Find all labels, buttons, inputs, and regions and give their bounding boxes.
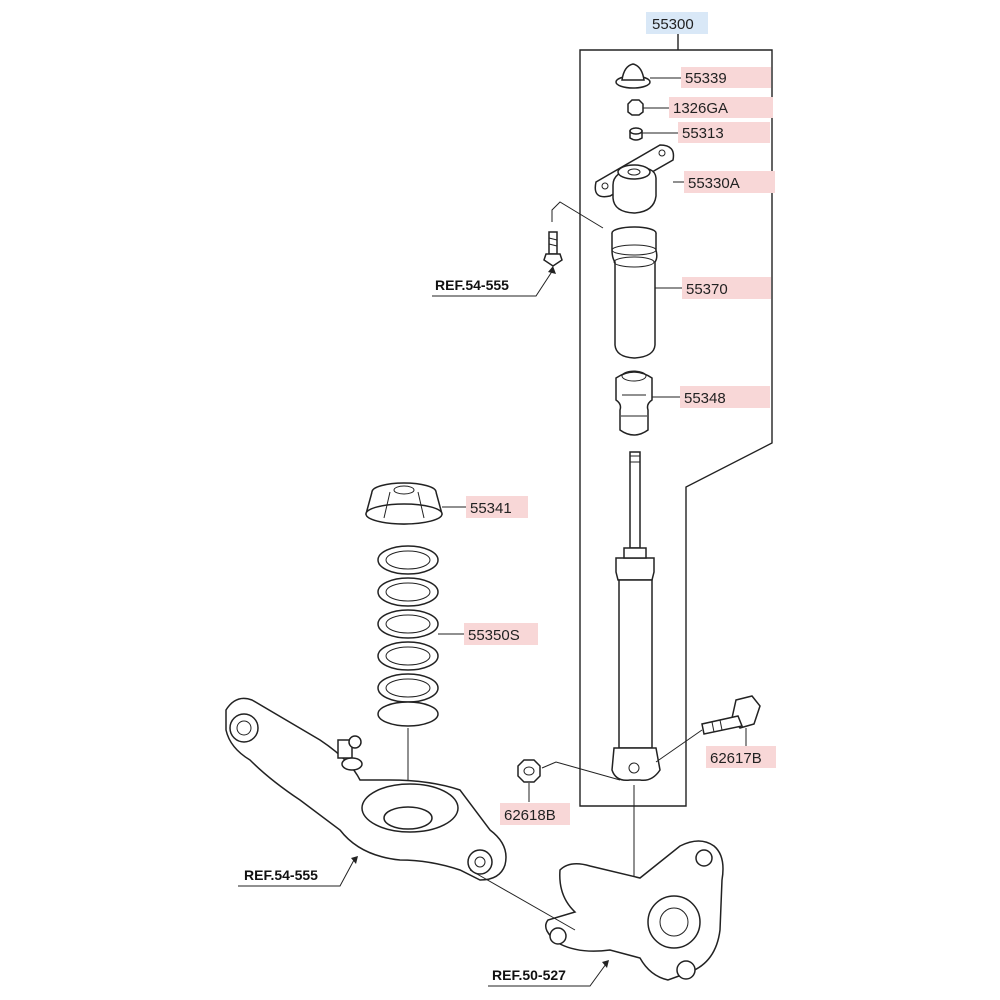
bolt-62617b bbox=[655, 695, 761, 763]
shock-absorber bbox=[611, 451, 661, 782]
nut-1326ga bbox=[627, 99, 672, 116]
svg-text:REF.54-555: REF.54-555 bbox=[435, 277, 509, 293]
svg-text:55313: 55313 bbox=[682, 125, 724, 142]
svg-text:55370: 55370 bbox=[686, 281, 728, 298]
label-55339[interactable]: 55339 bbox=[681, 67, 771, 88]
svg-text:55350S: 55350S bbox=[468, 627, 520, 644]
svg-text:REF.50-527: REF.50-527 bbox=[492, 967, 566, 983]
coil-spring-55350s bbox=[377, 545, 466, 826]
washer-55313 bbox=[629, 127, 680, 141]
svg-text:62618B: 62618B bbox=[504, 807, 556, 824]
mount-55330a bbox=[594, 144, 686, 214]
label-55350s[interactable]: 55350S bbox=[464, 623, 538, 645]
bump-stopper-55348 bbox=[615, 370, 683, 436]
svg-text:55341: 55341 bbox=[470, 500, 512, 517]
svg-text:1326GA: 1326GA bbox=[673, 100, 728, 117]
ref-54-555-top[interactable]: REF.54-555 bbox=[435, 277, 509, 293]
svg-text:55300: 55300 bbox=[652, 16, 694, 33]
svg-text:62617B: 62617B bbox=[710, 750, 762, 767]
label-62618b[interactable]: 62618B bbox=[500, 803, 570, 825]
ref-50-527-knuckle[interactable]: REF.50-527 bbox=[492, 967, 566, 983]
label-62617b[interactable]: 62617B bbox=[706, 746, 776, 768]
dust-boot-55370 bbox=[611, 226, 684, 359]
label-55313[interactable]: 55313 bbox=[678, 122, 770, 143]
cap-55339 bbox=[615, 63, 684, 89]
label-1326ga[interactable]: 1326GA bbox=[669, 97, 773, 118]
svg-text:REF.54-555: REF.54-555 bbox=[244, 867, 318, 883]
knuckle bbox=[469, 785, 724, 987]
nut-62618b bbox=[517, 759, 621, 802]
label-55348[interactable]: 55348 bbox=[680, 386, 770, 408]
label-55341[interactable]: 55341 bbox=[466, 496, 528, 518]
label-55370[interactable]: 55370 bbox=[682, 277, 771, 299]
svg-text:55330A: 55330A bbox=[688, 175, 740, 192]
svg-text:55348: 55348 bbox=[684, 390, 726, 407]
mount-bolt bbox=[432, 201, 604, 297]
lower-control-arm bbox=[225, 697, 507, 887]
label-55330a[interactable]: 55330A bbox=[684, 171, 775, 193]
assembly-bracket bbox=[579, 34, 773, 807]
svg-text:55339: 55339 bbox=[685, 70, 727, 87]
spring-pad-55341 bbox=[365, 482, 468, 525]
ref-54-555-arm[interactable]: REF.54-555 bbox=[244, 867, 318, 883]
assembly-label-55300[interactable]: 55300 bbox=[646, 12, 708, 34]
